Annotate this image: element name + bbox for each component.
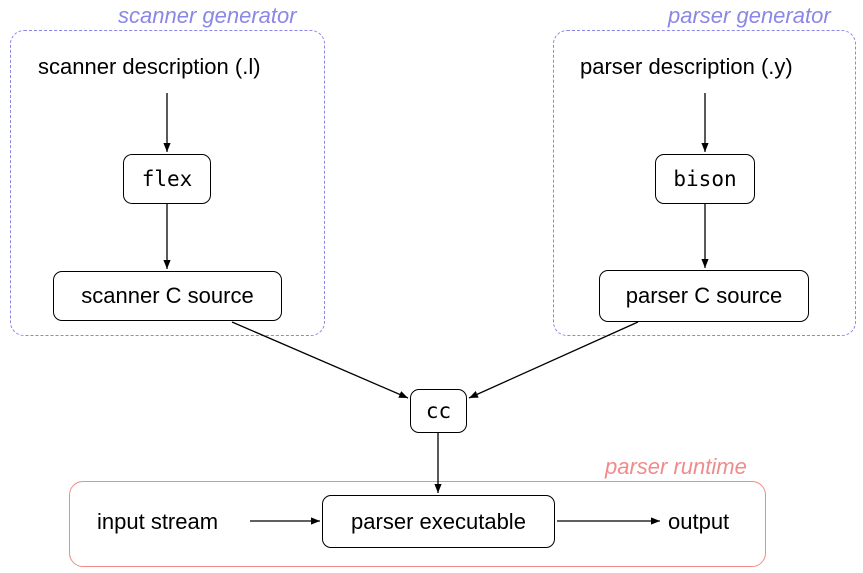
scanner-description-node: scanner description (.l) xyxy=(38,54,261,79)
parser-runtime-group xyxy=(69,481,766,567)
edge-scanner-source-to-cc xyxy=(231,321,409,399)
output-node: output xyxy=(668,509,730,534)
parser-source-node: parser C source xyxy=(599,270,809,322)
bison-node: bison xyxy=(655,154,755,204)
scanner-generator-group xyxy=(10,30,325,336)
scanner-generator-label: scanner generator xyxy=(118,3,297,28)
parser-description-node: parser description (.y) xyxy=(580,54,793,79)
parser-runtime-label: parser runtime xyxy=(605,454,747,479)
edge-parser-source-to-cc xyxy=(468,321,639,399)
parser-generator-group xyxy=(553,30,856,336)
parser-executable-node: parser executable xyxy=(322,495,555,548)
scanner-source-node: scanner C source xyxy=(53,271,282,321)
parser-generator-label: parser generator xyxy=(668,3,831,28)
input-stream-node: input stream xyxy=(97,509,219,534)
cc-node: cc xyxy=(410,389,467,433)
flex-node: flex xyxy=(123,154,211,204)
